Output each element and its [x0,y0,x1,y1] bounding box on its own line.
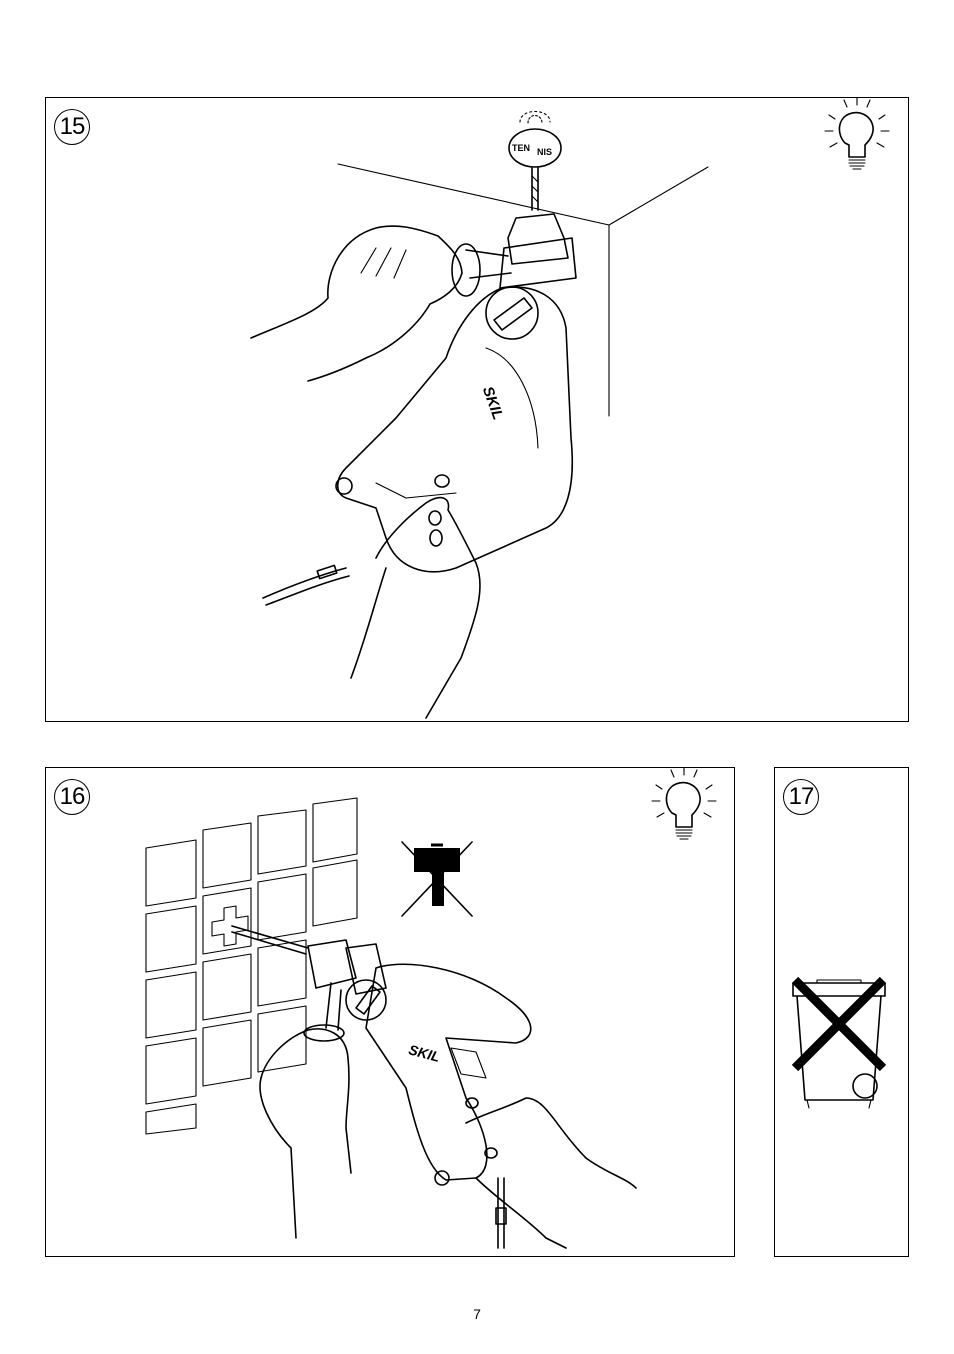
page-number: 7 [0,1306,954,1322]
tile-drilling-illustration: SKIL [46,768,736,1258]
brand-logo: SKIL [407,1041,442,1065]
chuck-label: TEN NIS [46,98,910,723]
chuck-label-right: NIS [537,147,552,157]
figure-15-panel: 15 SKIL [45,97,909,722]
figure-16-panel: 16 [45,767,735,1257]
figure-17-panel: 17 [774,767,909,1257]
crossed-wheelie-bin-icon [775,768,910,1258]
chuck-label-left: TEN [512,143,530,153]
